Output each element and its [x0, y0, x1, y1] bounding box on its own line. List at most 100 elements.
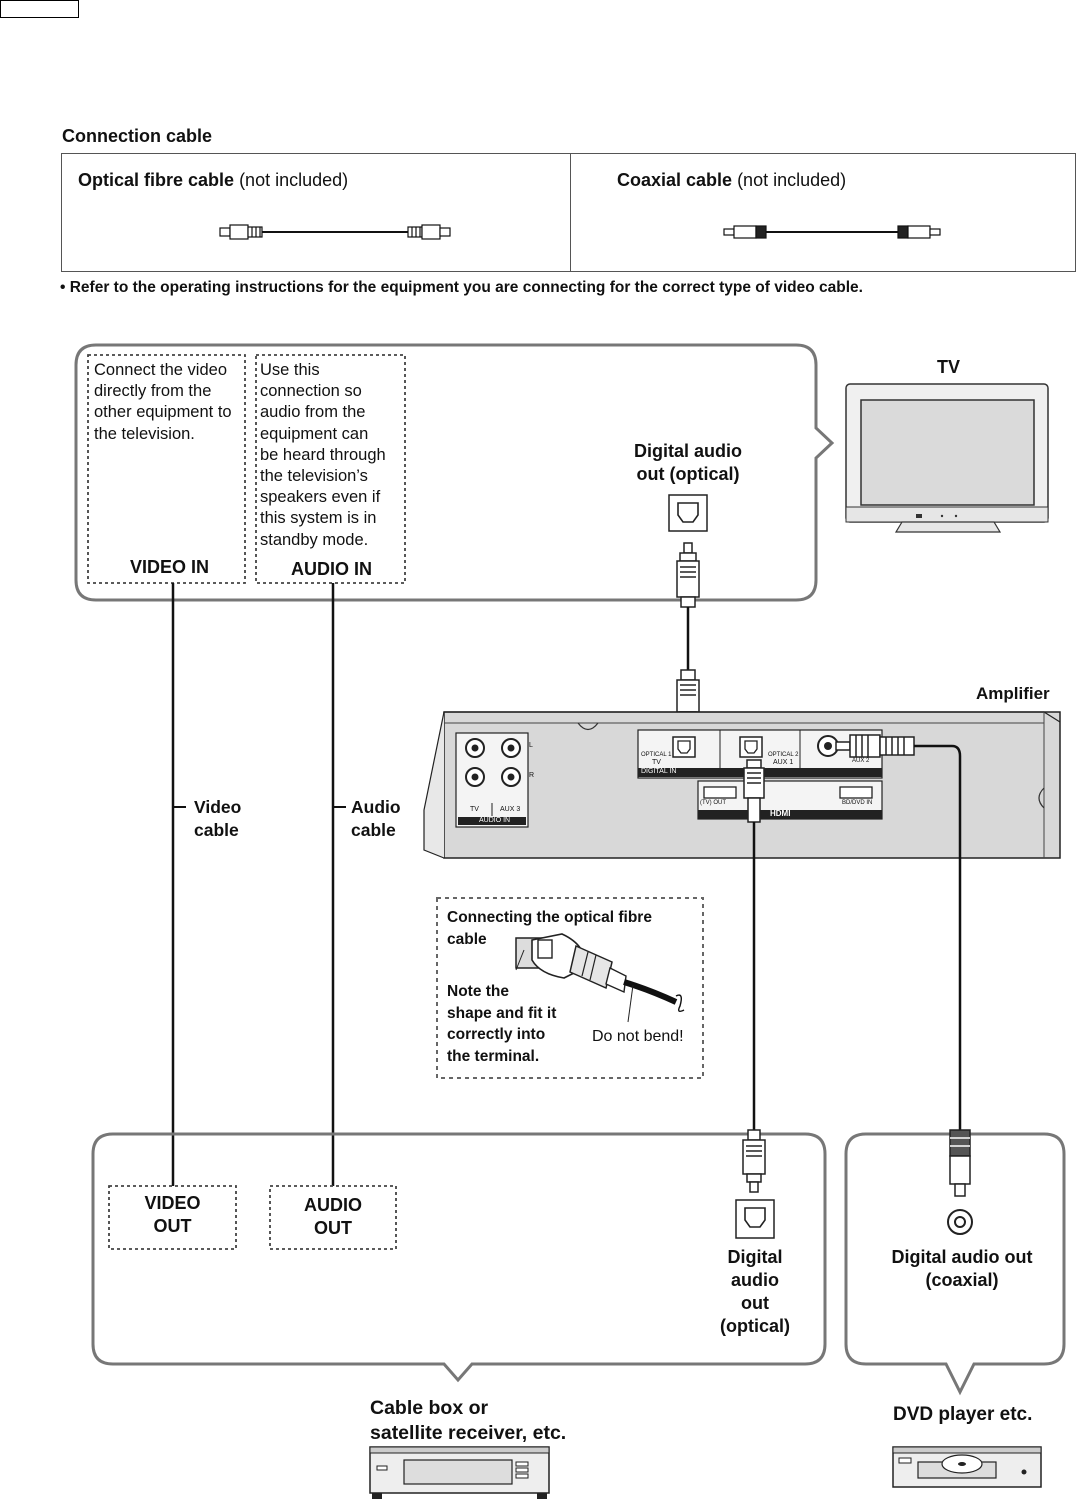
source-device-label: Cable box or satellite receiver, etc.	[370, 1396, 566, 1446]
source-device-line: satellite receiver, etc.	[370, 1422, 567, 1444]
optical-cable-icon	[219, 224, 451, 240]
source-optical-port	[735, 1199, 775, 1239]
coaxial-cable-label: Coaxial cable (not included)	[617, 170, 846, 191]
source-digital-out-line: out	[741, 1293, 769, 1313]
video-desc-line: directly from the	[94, 382, 212, 401]
dvd-device-label: DVD player etc.	[893, 1404, 1033, 1425]
video-cable-note: • Refer to the operating instructions fo…	[60, 279, 863, 296]
inset-warning: Do not bend!	[592, 1028, 684, 1045]
dvd-digital-out-line: (coaxial)	[925, 1270, 999, 1290]
panel-label-audio-in: AUDIO IN	[479, 817, 511, 824]
audio-in-label: AUDIO IN	[291, 559, 372, 579]
source-device-line: Cable box or	[370, 1397, 489, 1419]
audio-out-label: AUDIO OUT	[270, 1194, 396, 1240]
tv-label: TV	[937, 357, 961, 377]
section-title: Connection cable	[62, 126, 213, 146]
optical-plug-source	[742, 1129, 766, 1193]
audio-out-line: OUT	[314, 1218, 352, 1238]
audio-cable-line: cable	[351, 820, 396, 840]
audio-desc-line: standby mode.	[260, 530, 369, 549]
source-digital-out-line: Digital	[727, 1247, 783, 1267]
dvd-callout-box	[844, 1132, 1066, 1396]
tv-optical-port	[668, 494, 708, 532]
panel-label-optical2: OPTICAL 2	[768, 752, 799, 758]
tv-digital-out-label: Digital audio out (optical)	[618, 440, 758, 486]
audio-desc-line: the television’s	[260, 467, 368, 486]
panel-label-tv2: TV	[652, 759, 661, 766]
amplifier-label: Amplifier	[976, 684, 1050, 703]
audio-desc-line: connection so	[260, 382, 362, 401]
inset-note-line: the terminal.	[447, 1047, 540, 1065]
coaxial-plug-amp	[835, 734, 915, 758]
panel-label-hdmi: HDMI	[770, 809, 791, 818]
video-desc-line: Connect the video	[94, 361, 228, 379]
table-divider	[570, 154, 571, 271]
audio-cable-label: Audio cable	[351, 796, 401, 842]
source-callout-box	[91, 1132, 827, 1383]
page-tab	[0, 0, 79, 18]
cable-box-icon	[369, 1446, 550, 1499]
coaxial-plug-dvd	[949, 1129, 971, 1197]
inset-note-line: shape and fit it	[447, 1004, 557, 1022]
tv-digital-out-line: Digital audio	[634, 441, 742, 461]
audio-out-dashed-box	[269, 1185, 397, 1250]
audio-out-line: AUDIO	[304, 1195, 362, 1215]
panel-label-r: R	[529, 772, 535, 779]
panel-label-tv-out: (TV) OUT	[700, 800, 726, 806]
optical-plug-tv	[676, 542, 700, 608]
panel-label-aux1: AUX 1	[773, 759, 794, 766]
audio-desc-line: be heard through	[260, 445, 386, 464]
audio-desc-line: Use this	[260, 361, 320, 379]
video-cable-line: Video	[194, 797, 242, 817]
panel-label-tv: TV	[470, 806, 479, 813]
audio-desc-line: equipment can	[260, 424, 369, 443]
tv-icon	[845, 383, 1049, 533]
panel-label-aux2: AUX 2	[852, 758, 870, 764]
video-in-description: Connect the video directly from the othe…	[94, 360, 232, 445]
panel-label-l: L	[529, 742, 533, 749]
video-cable-label: Video cable	[194, 796, 241, 842]
video-desc-line: other equipment to	[94, 403, 232, 422]
dvd-digital-out-label: Digital audio out (coaxial)	[874, 1246, 1050, 1292]
video-out-dashed-box	[108, 1185, 237, 1250]
inset-title: Connecting the optical fibre cable	[447, 907, 652, 950]
video-in-label: VIDEO IN	[130, 557, 210, 577]
video-out-line: VIDEO	[144, 1193, 201, 1213]
optical-cable-suffix: (not included)	[234, 170, 349, 190]
audio-desc-line: this system is in	[260, 509, 377, 528]
audio-in-description: Use this connection so audio from the eq…	[260, 360, 386, 551]
coaxial-cable-icon	[723, 225, 941, 239]
inset-note-line: correctly into	[447, 1026, 546, 1043]
video-desc-line: the television.	[94, 424, 195, 443]
amplifier-icon	[423, 711, 1061, 859]
source-digital-out-line: (optical)	[720, 1316, 790, 1336]
dvd-coaxial-port	[947, 1209, 973, 1235]
inset-title-line: Connecting the optical fibre	[447, 909, 652, 926]
panel-label-digital-in: DIGITAL IN	[641, 768, 677, 775]
inset-connector-illustration	[515, 933, 685, 1023]
inset-note: Note the shape and fit it correctly into…	[447, 981, 556, 1067]
video-cable-line: cable	[194, 820, 239, 840]
video-out-label: VIDEO OUT	[109, 1192, 236, 1238]
panel-label-bd-dvd-in: BD/DVD IN	[842, 800, 873, 806]
optical-cable-label: Optical fibre cable (not included)	[78, 170, 348, 191]
dvd-digital-out-line: Digital audio out	[891, 1247, 1033, 1267]
audio-cable-line: Audio	[351, 797, 401, 817]
inset-title-line: cable	[447, 930, 487, 948]
video-in-dashed-box	[87, 354, 246, 584]
optical-plug-amp-bottom	[743, 759, 765, 823]
inset-note-line: Note the	[447, 983, 509, 1000]
coaxial-cable-suffix: (not included)	[732, 170, 847, 190]
tv-digital-out-line: out (optical)	[636, 464, 740, 484]
audio-desc-line: speakers even if	[260, 488, 381, 507]
dvd-player-icon	[892, 1446, 1042, 1488]
source-digital-out-label: Digital audio out (optical)	[700, 1246, 810, 1338]
optical-cable-name: Optical fibre cable	[78, 170, 235, 190]
tv-callout-box	[74, 343, 835, 602]
audio-desc-line: audio from the	[260, 403, 366, 422]
panel-label-aux3: AUX 3	[500, 806, 521, 813]
cable-table: Optical fibre cable (not included) Coaxi…	[61, 153, 1076, 272]
audio-in-dashed-box	[255, 354, 406, 584]
panel-label-optical1: OPTICAL 1	[641, 752, 672, 758]
